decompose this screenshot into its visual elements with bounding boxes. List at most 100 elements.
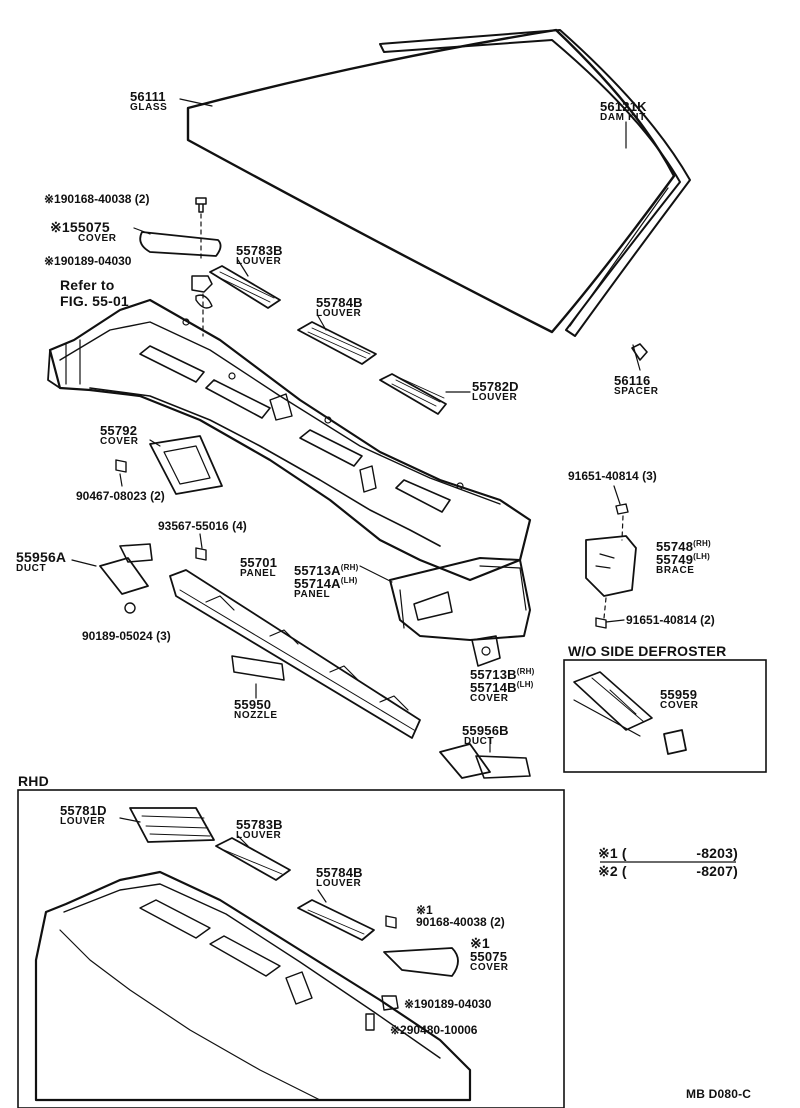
- rhd-part-name-louver-55781d: LOUVER: [60, 816, 106, 827]
- part-name-duct-55956b: DUCT: [464, 736, 495, 747]
- part-number-55950: 55950: [234, 697, 272, 712]
- part-name-duct-55956a: DUCT: [16, 563, 47, 574]
- bolt-90467-label: 90467-08023 (2): [76, 489, 165, 503]
- legend-mark-1: ※1: [598, 845, 618, 861]
- rhd-screw-label: ※290480-10006: [390, 1023, 478, 1037]
- part-number-56121k: 56121K: [600, 99, 647, 114]
- part-name-cover-top: COVER: [78, 233, 117, 244]
- nut-top: [191, 275, 213, 293]
- legend-mark-2: ※2: [598, 863, 618, 879]
- part-name-dam-kit: DAM KIT: [600, 112, 646, 123]
- part-number-55714a: 55714A: [294, 576, 341, 591]
- screw-90189: [124, 602, 136, 614]
- rhd-part-name-louver-55783b: LOUVER: [236, 830, 282, 841]
- part-number-56111: 56111: [130, 89, 166, 104]
- clip-93567-label: 93567-55016 (4): [158, 519, 247, 533]
- bolt-91651-b: [595, 617, 607, 629]
- louver-55782d: [379, 373, 447, 415]
- wo-defroster-box: [563, 659, 767, 773]
- rhd-nut-label: ※190189-04030: [404, 997, 492, 1011]
- part-number-55782d: 55782D: [472, 379, 519, 394]
- part-number-55713a: 55713A: [294, 563, 341, 578]
- bolt-top-label: ※190168-40038 (2): [44, 192, 150, 206]
- nut-top-label: ※190189-04030: [44, 254, 132, 268]
- rhd-part-number-55783b: 55783B: [236, 817, 283, 832]
- rhd-title: RHD: [18, 773, 49, 789]
- part-number-55956a: 55956A: [16, 549, 67, 565]
- rhd-bolt-mark: ※1: [416, 903, 433, 917]
- diagram-code: MB D080-C: [686, 1087, 752, 1101]
- cover-55792: [149, 435, 223, 495]
- refer-line-1: Refer to: [60, 277, 115, 293]
- part-name-louver-55783b-top: LOUVER: [236, 256, 282, 267]
- duct-55956a: [99, 543, 153, 595]
- suffix-55748: (RH): [693, 539, 711, 548]
- part-name-spacer: SPACER: [614, 386, 659, 397]
- part-name-louver-55784b-top: LOUVER: [316, 308, 362, 319]
- part-name-cover-55792: COVER: [100, 436, 139, 447]
- part-number-55701: 55701: [240, 555, 278, 570]
- brace-55748: [585, 535, 637, 597]
- cover-55075-top: [139, 231, 222, 257]
- bolt-91651-a: [615, 503, 629, 515]
- part-number-56116: 56116: [614, 373, 651, 388]
- part-number-55783b-top: 55783B: [236, 243, 283, 258]
- rhd-bolt-label: 90168-40038 (2): [416, 915, 505, 929]
- rhd-illustration: [34, 807, 472, 1102]
- bolt-91651-b-label: 91651-40814 (2): [626, 613, 715, 627]
- part-number-55959: 55959: [660, 687, 698, 702]
- legend-row-2: ※2( -8207): [598, 864, 738, 878]
- louver-55784b-top: [297, 321, 377, 365]
- suffix-55749: (LH): [693, 552, 710, 561]
- screw-90189-label: 90189-05024 (3): [82, 629, 171, 643]
- part-number-55784b-top: 55784B: [316, 295, 363, 310]
- spacer-clip: [631, 343, 648, 361]
- suffix-55713b: (RH): [516, 667, 535, 676]
- rhd-part-number-55075: 55075: [470, 949, 508, 964]
- windshield-glass: [186, 28, 676, 334]
- part-number-55956b: 55956B: [462, 723, 509, 738]
- rhd-cover-mark: ※1: [470, 935, 490, 951]
- dam-kit-seal: [379, 29, 691, 337]
- part-number-55749: 55749: [656, 552, 694, 567]
- legend-row-1: ※1( -8203): [598, 846, 738, 860]
- suffix-55714b: (LH): [516, 680, 534, 689]
- cover-55713b: [471, 635, 501, 667]
- part-number-55075-top: ※155075: [50, 219, 110, 235]
- part-name-cover-55714b: COVER: [470, 693, 509, 704]
- refer-line-2: FIG. 55-01: [60, 293, 129, 309]
- cowl-panel: [47, 298, 532, 582]
- part-name-panel-55714a: PANEL: [294, 589, 331, 600]
- part-number-55713b: 55713B: [470, 667, 517, 682]
- part-name-panel-55701: PANEL: [240, 568, 277, 579]
- bolt-top: [195, 197, 207, 213]
- bolt-90467: [115, 459, 127, 473]
- part-name-brace: BRACE: [656, 565, 695, 576]
- clip-93567: [195, 547, 207, 561]
- duct-55956b: [439, 743, 531, 779]
- legend-value-2: -8207): [696, 863, 738, 879]
- suffix-55714a: (LH): [340, 576, 358, 585]
- nozzle-55950: [169, 569, 421, 739]
- suffix-55713a: (RH): [340, 563, 359, 572]
- rhd-part-number-55781d: 55781D: [60, 803, 107, 818]
- legend-open-2: (: [621, 863, 627, 879]
- rhd-box: [17, 789, 565, 1108]
- part-name-glass: GLASS: [130, 102, 168, 113]
- part-number-55792: 55792: [100, 423, 138, 438]
- wo-defroster-illustration: [573, 671, 687, 755]
- part-name-nozzle: NOZZLE: [234, 710, 278, 721]
- legend-value-1: -8203): [696, 845, 738, 861]
- legend-open-1: (: [621, 845, 627, 861]
- part-number-55714b: 55714B: [470, 680, 517, 695]
- rhd-part-number-55784b: 55784B: [316, 865, 363, 880]
- rhd-part-name-cover-55075: COVER: [470, 962, 509, 973]
- louver-55783b-top: [209, 265, 281, 309]
- wo-defroster-title: W/O SIDE DEFROSTER: [568, 643, 727, 659]
- rhd-part-name-louver-55784b: LOUVER: [316, 878, 362, 889]
- part-name-cover-55959: COVER: [660, 700, 699, 711]
- part-number-55748: 55748: [656, 539, 694, 554]
- side-panel-55713a: [389, 557, 531, 641]
- bolt-91651-a-label: 91651-40814 (3): [568, 469, 657, 483]
